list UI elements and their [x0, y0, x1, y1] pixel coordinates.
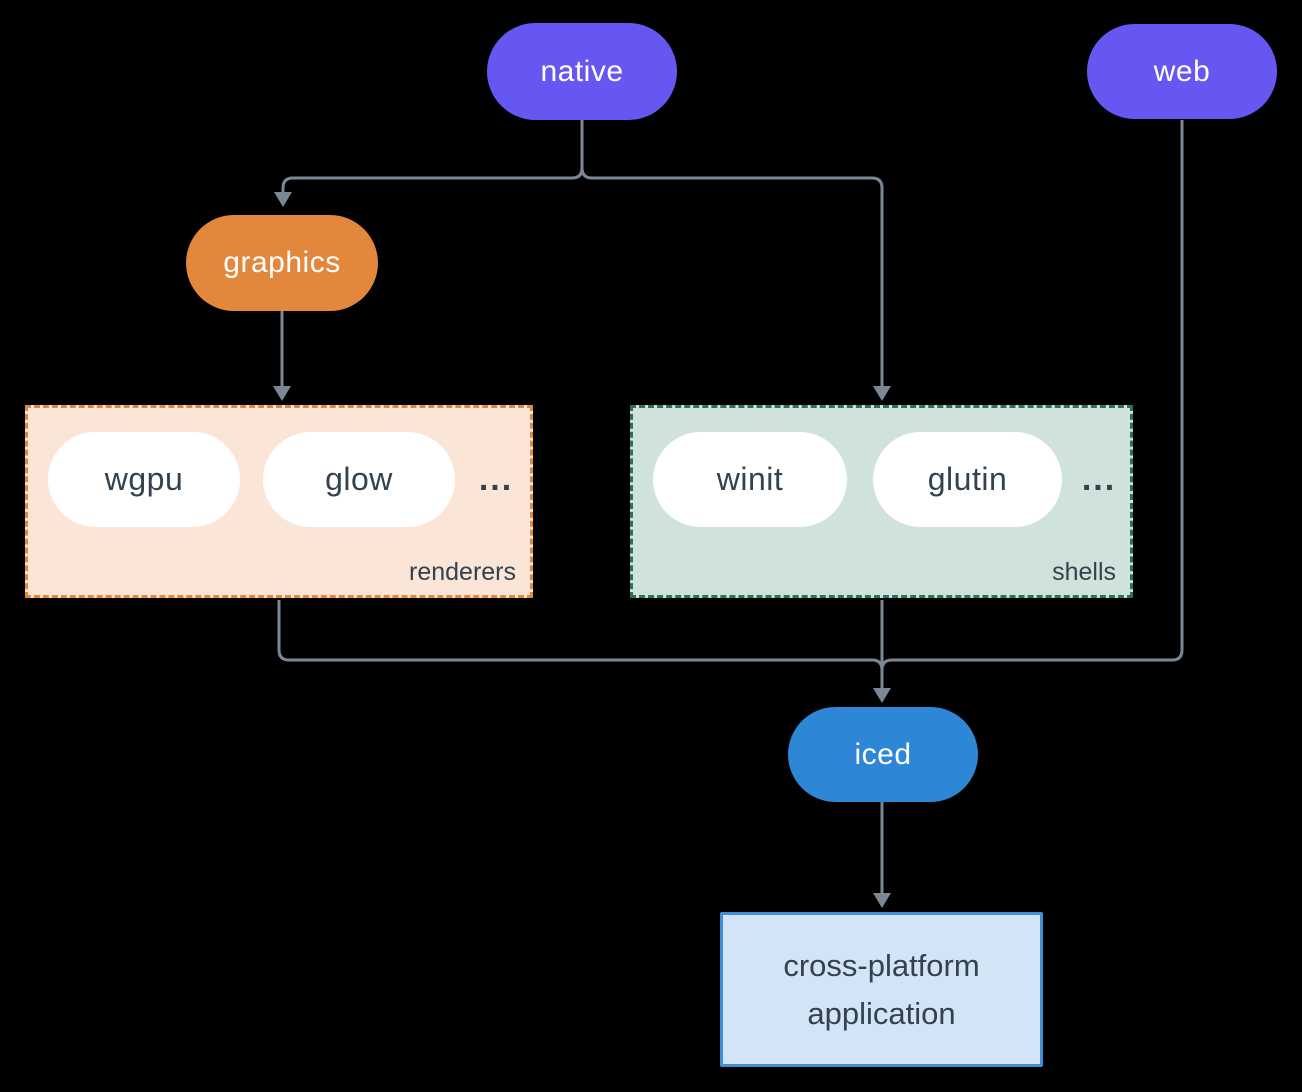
node-iced: iced	[788, 707, 978, 802]
node-graphics: graphics	[186, 215, 378, 311]
pill-wgpu: wgpu	[48, 432, 240, 527]
pill-glow-label: glow	[325, 461, 393, 497]
arrowhead-app	[873, 893, 891, 908]
pill-winit-label: winit	[716, 461, 784, 497]
arrowhead-renderers	[273, 386, 291, 401]
group-label-renderers: renderers	[409, 558, 516, 586]
node-web: web	[1087, 24, 1277, 119]
edge-renderers-merge	[277, 600, 884, 671]
pill-glutin-label: glutin	[927, 461, 1008, 497]
edge-native-graphics	[281, 119, 584, 192]
arrowhead-iced	[873, 688, 891, 703]
renderers-ellipsis: ...	[478, 460, 514, 498]
app-box-line2: application	[807, 995, 956, 1031]
pill-winit: winit	[653, 432, 847, 527]
shells-ellipsis: ...	[1081, 460, 1117, 498]
node-native: native	[487, 23, 677, 120]
edge-native-shells	[580, 119, 884, 386]
app-box: cross-platform application	[720, 912, 1043, 1067]
node-native-label: native	[540, 54, 624, 88]
pill-glow: glow	[263, 432, 455, 527]
group-renderers: wgpu glow ... renderers	[25, 405, 533, 598]
arrowhead-shells	[873, 386, 891, 401]
node-iced-label: iced	[854, 737, 912, 771]
arrowhead-graphics	[274, 192, 292, 207]
pill-wgpu-label: wgpu	[104, 461, 184, 497]
group-shells: winit glutin ... shells	[630, 405, 1133, 598]
node-web-label: web	[1153, 54, 1211, 88]
app-box-line1: cross-platform	[783, 947, 980, 983]
group-label-shells: shells	[1052, 558, 1116, 586]
pill-glutin: glutin	[873, 432, 1062, 527]
node-graphics-label: graphics	[223, 246, 341, 279]
